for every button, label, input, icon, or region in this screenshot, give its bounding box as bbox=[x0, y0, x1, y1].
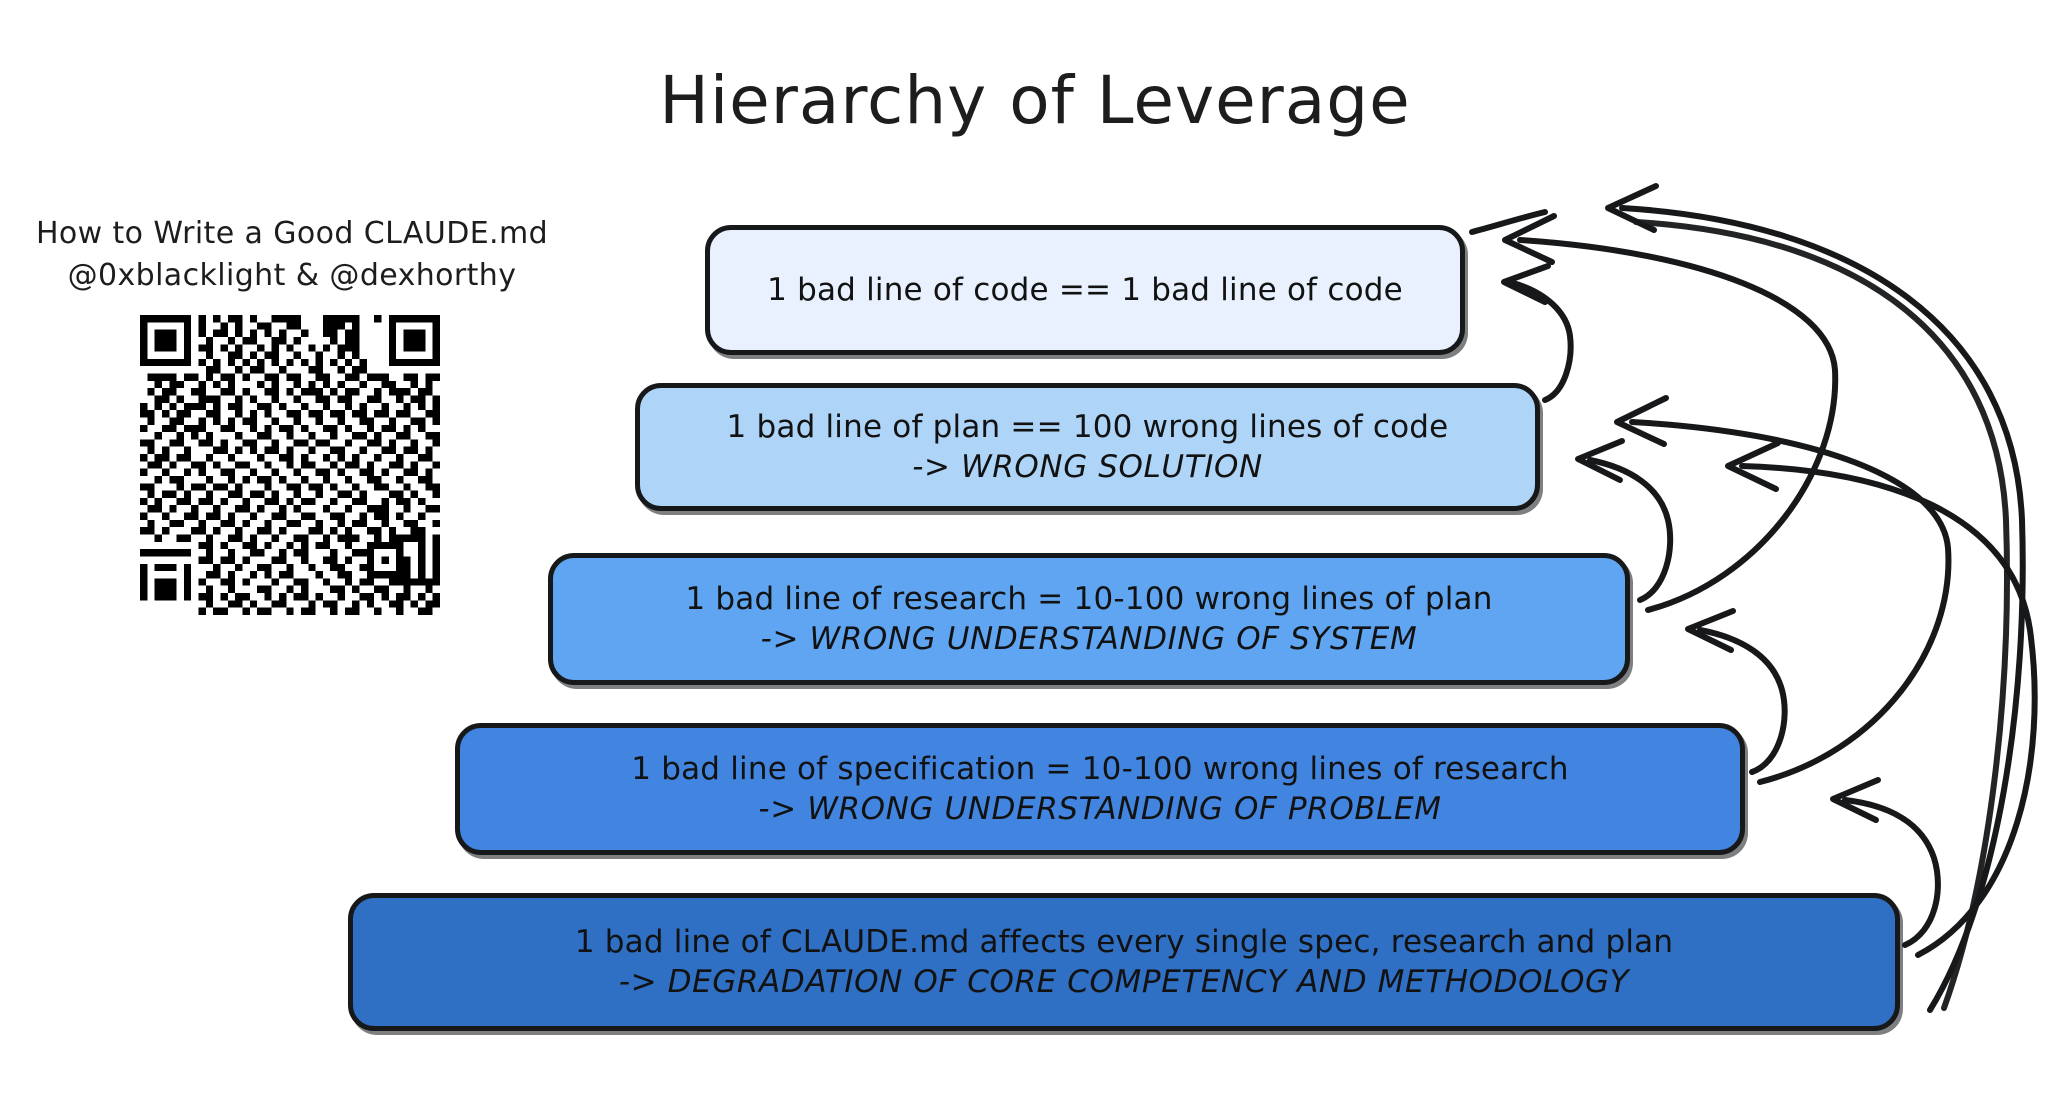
caption-line-2: @0xblacklight & @dexhorthy bbox=[67, 258, 517, 293]
level-bar-research[interactable]: 1 bad line of research = 10-100 wrong li… bbox=[548, 553, 1630, 685]
level-bar-plan-line2: -> WRONG SOLUTION bbox=[912, 449, 1263, 485]
arrow-claudemd-to-code bbox=[1605, 183, 2026, 1013]
page-title: Hierarchy of Leverage bbox=[659, 62, 1411, 139]
arrow-plan-to-code bbox=[1501, 263, 1574, 403]
level-bar-research-line1: 1 bad line of research = 10-100 wrong li… bbox=[685, 581, 1493, 617]
arrow-research-to-code bbox=[1502, 213, 1839, 613]
level-bar-claude-md-line1: 1 bad line of CLAUDE.md affects every si… bbox=[574, 924, 1674, 960]
arrow-spine-stroke bbox=[1633, 219, 2010, 1011]
level-bar-code-line1: 1 bad line of code == 1 bad line of code bbox=[767, 272, 1403, 308]
qr-code-image bbox=[140, 315, 440, 615]
arrow-hook-code bbox=[1469, 209, 1548, 235]
level-bar-plan[interactable]: 1 bad line of plan == 100 wrong lines of… bbox=[635, 383, 1540, 511]
level-bar-claude-md[interactable]: 1 bad line of CLAUDE.md affects every si… bbox=[348, 893, 1900, 1031]
level-bar-claude-md-line2: -> DEGRADATION OF CORE COMPETENCY AND ME… bbox=[618, 964, 1630, 1000]
level-bar-specification[interactable]: 1 bad line of specification = 10-100 wro… bbox=[455, 723, 1745, 855]
level-bar-specification-line2: -> WRONG UNDERSTANDING OF PROBLEM bbox=[758, 791, 1442, 827]
level-bar-research-line2: -> WRONG UNDERSTANDING OF SYSTEM bbox=[760, 621, 1418, 657]
level-bar-plan-line1: 1 bad line of plan == 100 wrong lines of… bbox=[726, 409, 1449, 445]
caption-line-1: How to Write a Good CLAUDE.md bbox=[35, 216, 549, 251]
caption-block: How to Write a Good CLAUDE.md @0xblackli… bbox=[12, 213, 572, 297]
arrow-claudemd-to-research bbox=[1725, 440, 2038, 958]
level-bar-specification-line1: 1 bad line of specification = 10-100 wro… bbox=[631, 751, 1569, 787]
level-bar-code[interactable]: 1 bad line of code == 1 bad line of code bbox=[705, 225, 1465, 355]
